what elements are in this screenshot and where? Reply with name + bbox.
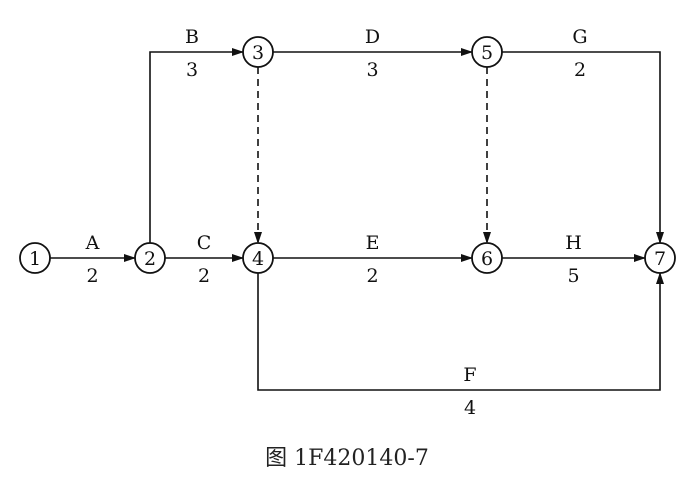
activity-duration-label: 2 — [86, 265, 98, 287]
node-number-label: 5 — [481, 42, 493, 64]
activity-name-label: E — [366, 232, 380, 254]
node-number-label: 2 — [144, 248, 156, 270]
activity-duration-label: 2 — [366, 265, 378, 287]
activity-arrow-G — [502, 51, 664, 244]
activity-duration-label: 2 — [574, 59, 586, 81]
node-circle-6 — [471, 242, 503, 274]
activity-name-label: H — [565, 232, 582, 254]
activity-arrow-B — [149, 48, 244, 243]
node-circle-7 — [644, 242, 676, 274]
activity-name-label: F — [463, 364, 476, 386]
node-circle-5 — [471, 36, 503, 68]
activity-name-label: B — [185, 26, 199, 48]
activity-duration-label: 4 — [464, 397, 476, 419]
activity-duration-label: 5 — [567, 265, 579, 287]
activity-name-label: G — [572, 26, 587, 48]
node-number-label: 3 — [252, 42, 264, 64]
figure-caption: 图 1F420140-7 — [265, 446, 429, 471]
activity-duration-label: 3 — [186, 59, 198, 81]
node-number-label: 6 — [481, 248, 493, 270]
node-circle-3 — [242, 36, 274, 68]
activity-name-label: C — [197, 232, 212, 254]
node-circle-4 — [242, 242, 274, 274]
node-number-label: 7 — [654, 248, 666, 270]
node-circle-1 — [19, 242, 51, 274]
node-circle-2 — [134, 242, 166, 274]
activity-arrow-F — [257, 272, 664, 391]
node-number-label: 1 — [29, 248, 41, 270]
activity-duration-label: 3 — [366, 59, 378, 81]
activity-duration-label: 2 — [198, 265, 210, 287]
node-number-label: 4 — [252, 248, 264, 270]
activity-name-label: D — [365, 26, 380, 48]
activity-name-label: A — [85, 232, 100, 254]
